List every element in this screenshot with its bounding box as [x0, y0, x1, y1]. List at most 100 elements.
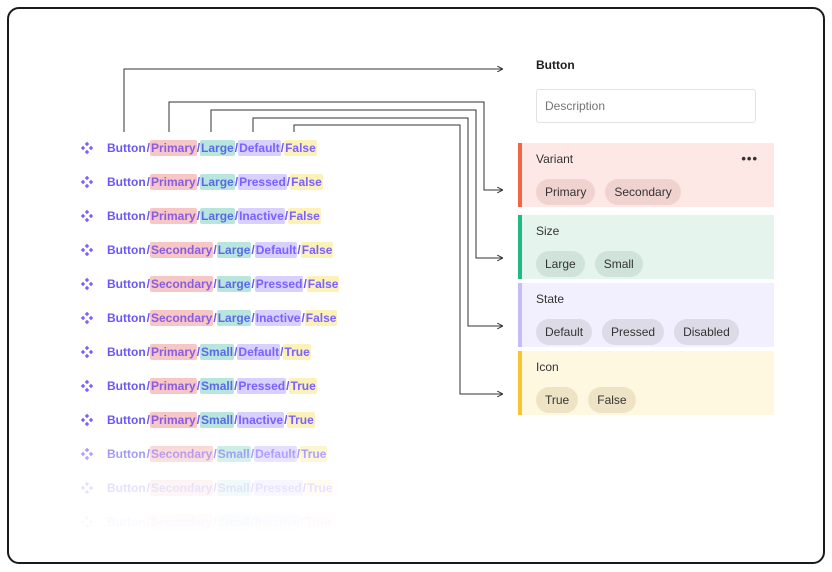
- variant-value: Primary: [150, 174, 197, 190]
- variant-row[interactable]: Button/Primary/Large/Default/False: [78, 131, 368, 165]
- variant-base-name: Button: [107, 311, 146, 325]
- option-chip-default[interactable]: Default: [536, 319, 593, 345]
- path-separator: /: [284, 209, 289, 223]
- variant-value: Secondary: [150, 276, 214, 292]
- variant-value: Primary: [150, 412, 197, 428]
- variant-value: Secondary: [150, 514, 214, 530]
- option-chip-primary[interactable]: Primary: [536, 179, 596, 205]
- size-value: Large: [200, 140, 235, 156]
- property-group-variant[interactable]: Variant ••• Primary Secondary: [518, 143, 774, 207]
- option-chip-secondary[interactable]: Secondary: [605, 179, 681, 205]
- path-separator: /: [284, 413, 288, 427]
- variant-base-name: Button: [107, 413, 146, 427]
- variant-base-name: Button: [107, 447, 146, 461]
- description-input[interactable]: [536, 89, 756, 123]
- size-value: Small: [216, 446, 251, 462]
- variant-value: Primary: [150, 140, 197, 156]
- icon-value: True: [289, 378, 317, 394]
- size-value: Small: [200, 344, 235, 360]
- icon-value: False: [288, 208, 321, 224]
- variant-value: Secondary: [150, 310, 214, 326]
- option-chip-false[interactable]: False: [588, 387, 636, 413]
- icon-value: False: [300, 242, 334, 258]
- path-separator: /: [146, 413, 150, 427]
- path-separator: /: [196, 209, 201, 223]
- path-separator: /: [196, 413, 201, 427]
- variant-row[interactable]: Button/Secondary/Small/Inactive/True: [78, 505, 368, 539]
- component-variant-icon: [80, 311, 94, 325]
- size-value: Large: [200, 174, 235, 190]
- path-separator: /: [251, 243, 255, 257]
- property-group-state[interactable]: State Default Pressed Disabled: [518, 283, 774, 347]
- option-chip-pressed[interactable]: Pressed: [602, 319, 665, 345]
- path-separator: /: [146, 379, 150, 393]
- path-separator: /: [234, 345, 238, 359]
- size-value: Small: [200, 378, 235, 394]
- path-separator: /: [303, 277, 307, 291]
- property-group-size[interactable]: Size Large Small: [518, 215, 774, 279]
- variant-row[interactable]: Button/Secondary/Large/Pressed/False: [78, 267, 368, 301]
- component-variant-icon: [80, 209, 94, 223]
- state-value: Default: [254, 446, 297, 462]
- variant-row[interactable]: Button/Primary/Large/Inactive/False: [78, 199, 368, 233]
- path-separator: /: [234, 413, 238, 427]
- size-value: Large: [216, 242, 252, 258]
- option-chip-disabled[interactable]: Disabled: [674, 319, 739, 345]
- state-value: Inactive: [237, 412, 285, 428]
- component-variant-icon: [80, 345, 94, 359]
- path-separator: /: [146, 141, 150, 155]
- variant-row[interactable]: Button/Secondary/Small/Default/True: [78, 437, 368, 471]
- option-chip-large[interactable]: Large: [536, 251, 585, 277]
- path-separator: /: [196, 379, 201, 393]
- variant-row[interactable]: Button/Primary/Small/Pressed/True: [78, 369, 368, 403]
- variant-row[interactable]: Button/Secondary/Large/Default/False: [78, 233, 368, 267]
- state-value: Inactive: [254, 310, 302, 326]
- variant-row[interactable]: Button/Secondary/Small/Pressed/True: [78, 471, 368, 505]
- icon-value: False: [290, 174, 323, 190]
- path-separator: /: [146, 175, 150, 189]
- state-value: Pressed: [238, 174, 287, 190]
- size-value: Small: [200, 412, 235, 428]
- path-separator: /: [146, 345, 150, 359]
- variant-base-name: Button: [107, 277, 146, 291]
- variant-base-name: Button: [107, 515, 146, 529]
- path-separator: /: [213, 311, 217, 325]
- state-value: Default: [237, 344, 281, 360]
- state-value: Pressed: [237, 378, 287, 394]
- property-label: State: [536, 292, 565, 306]
- path-separator: /: [251, 277, 255, 291]
- component-variant-icon: [80, 277, 94, 291]
- variant-base-name: Button: [107, 345, 146, 359]
- variant-value: Primary: [150, 378, 197, 394]
- variant-base-name: Button: [107, 481, 146, 495]
- more-horizontal-icon[interactable]: •••: [741, 151, 758, 166]
- path-separator: /: [196, 141, 201, 155]
- component-variant-icon: [80, 447, 94, 461]
- path-separator: /: [146, 243, 150, 257]
- path-separator: /: [213, 277, 217, 291]
- size-value: Small: [216, 514, 251, 530]
- variant-value: Secondary: [150, 242, 214, 258]
- variant-value: Primary: [150, 208, 197, 224]
- option-chip-small[interactable]: Small: [594, 251, 643, 277]
- size-value: Small: [216, 480, 251, 496]
- variant-base-name: Button: [107, 141, 146, 155]
- state-value: Pressed: [254, 480, 303, 496]
- property-group-icon[interactable]: Icon True False: [518, 351, 774, 415]
- path-separator: /: [196, 175, 201, 189]
- icon-value: True: [304, 514, 332, 530]
- option-chip-true[interactable]: True: [536, 387, 579, 413]
- variant-row[interactable]: Button/Primary/Small/Inactive/True: [78, 403, 368, 437]
- property-label: Size: [536, 224, 560, 238]
- component-variant-icon: [80, 175, 94, 189]
- state-value: Pressed: [254, 276, 304, 292]
- path-separator: /: [251, 311, 255, 325]
- state-value: Inactive: [254, 514, 301, 530]
- component-variant-icon: [80, 515, 94, 529]
- variant-row[interactable]: Button/Primary/Large/Pressed/False: [78, 165, 368, 199]
- path-separator: /: [234, 379, 238, 393]
- variant-row[interactable]: Button/Secondary/Large/Inactive/False: [78, 301, 368, 335]
- path-separator: /: [297, 243, 301, 257]
- variant-base-name: Button: [107, 379, 146, 393]
- variant-row[interactable]: Button/Primary/Small/Default/True: [78, 335, 368, 369]
